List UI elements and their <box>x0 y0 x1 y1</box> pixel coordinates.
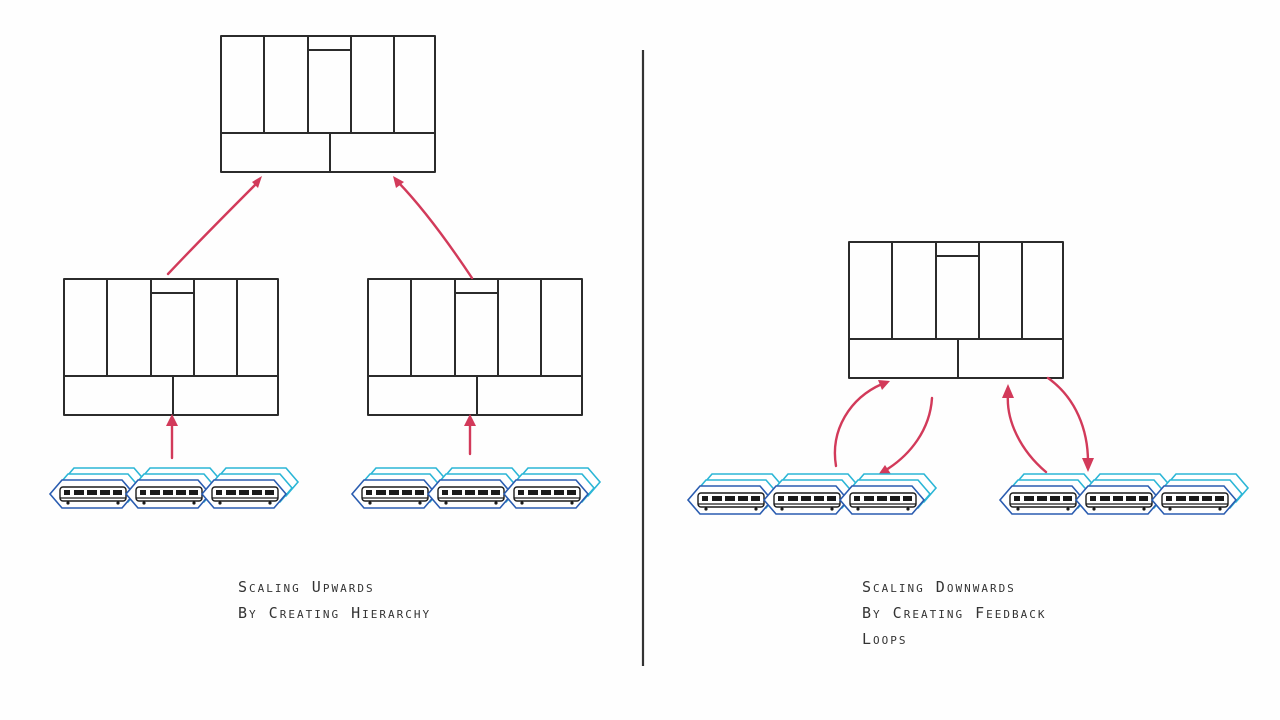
arrow-team-to-board-a <box>166 414 178 460</box>
caption-right: Scaling Downwards By Creating Feedback L… <box>862 574 1047 652</box>
team-row-right-a <box>688 474 936 514</box>
caption-right-line2: By Creating Feedback <box>862 604 1047 622</box>
arrow-team-to-board-b <box>464 414 476 456</box>
mid-board-left-a <box>63 278 279 416</box>
feedback-loop-b <box>1002 376 1094 474</box>
team-row-left-a <box>50 468 298 508</box>
caption-left-line2: By Creating Hierarchy <box>238 604 432 622</box>
feedback-loop-a <box>833 380 934 475</box>
caption-left-line1: Scaling Upwards <box>238 578 375 596</box>
mid-board-left-b <box>367 278 583 416</box>
caption-right-line3: Loops <box>862 630 908 648</box>
arrow-up-left-a <box>166 176 262 276</box>
team-row-right-b <box>1000 474 1248 514</box>
caption-left: Scaling Upwards By Creating Hierarchy <box>238 574 431 626</box>
team-row-left-b <box>352 468 600 508</box>
caption-right-line1: Scaling Downwards <box>862 578 1016 596</box>
top-board-left <box>220 35 436 173</box>
arrow-up-left-b <box>393 176 474 280</box>
top-board-right <box>848 241 1064 379</box>
